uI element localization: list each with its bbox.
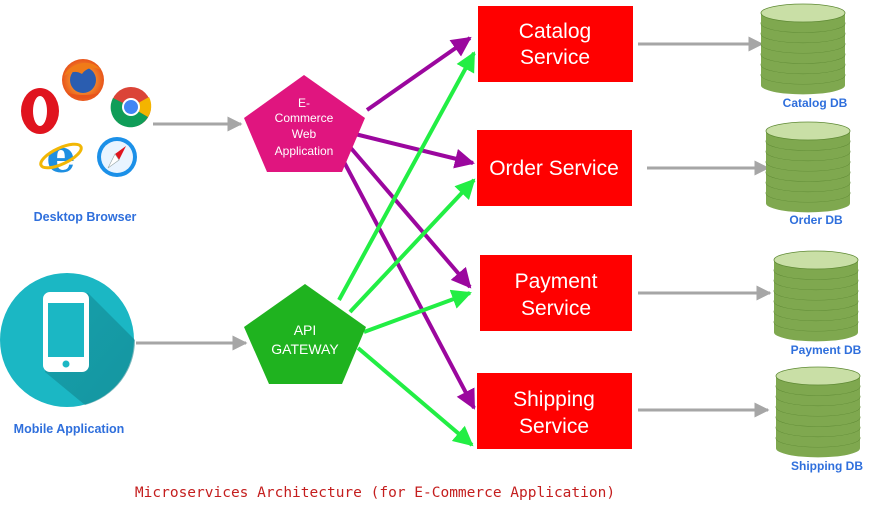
shipping-db-label: Shipping DB (791, 459, 863, 473)
gateway-to-shipping-arrow (356, 346, 474, 447)
api-gateway-shape (244, 284, 366, 384)
ecommerce-web-app-node: E- Commerce Web Application (244, 75, 365, 172)
order-db-label: Order DB (789, 213, 843, 227)
firefox-icon (62, 59, 104, 101)
shipping-service-label-line-2: Service (519, 415, 589, 438)
db-disc-top (765, 121, 851, 141)
web-app-label-line-4: Application (275, 144, 334, 158)
diagram-caption: Microservices Architecture (for E-Commer… (135, 485, 615, 501)
catalog-db-icon (760, 3, 846, 95)
payment-service-node: Payment Service (480, 255, 632, 331)
api-gateway-label-line-2: GATEWAY (271, 341, 339, 357)
shipping-db-icon (775, 366, 861, 458)
order-db-icon (765, 121, 851, 213)
order-service-node: Order Service (477, 130, 632, 206)
web-app-label-line-1: E- (298, 96, 310, 110)
catalog-service-label-line-1: Catalog (519, 20, 591, 43)
gateway-to-order-arrow (348, 178, 476, 314)
gateway-service-arrows (337, 51, 476, 447)
shipping-service-box (477, 373, 632, 449)
payment-service-label-line-1: Payment (515, 270, 598, 293)
web-app-label-line-3: Web (292, 127, 317, 141)
catalog-service-box (478, 6, 633, 82)
payment-service-label-line-2: Service (521, 297, 591, 320)
order-service-label: Order Service (489, 157, 619, 180)
gateway-to-payment-arrow (363, 289, 472, 334)
db-disc-top (773, 250, 859, 270)
shipping-service-node: Shipping Service (477, 373, 632, 449)
catalog-service-label-line-2: Service (520, 46, 590, 69)
webapp-to-catalog-arrow (365, 36, 472, 112)
smartphone-icon (0, 273, 136, 407)
order-service-box (477, 130, 632, 206)
webapp-to-order-arrow (354, 132, 475, 169)
mobile-application-label: Mobile Application (14, 422, 125, 436)
payment-service-box (480, 255, 632, 331)
api-gateway-node: API GATEWAY (244, 284, 366, 384)
catalog-db-label: Catalog DB (783, 96, 848, 110)
web-app-label-line-2: Commerce (275, 111, 334, 125)
chrome-icon (110, 87, 152, 128)
ecommerce-web-app-shape (244, 75, 365, 172)
desktop-browser-label: Desktop Browser (34, 210, 137, 224)
db-disc-top (775, 366, 861, 386)
svg-text:e: e (46, 129, 75, 183)
shipping-service-label-line-1: Shipping (513, 388, 595, 411)
safari-icon (97, 137, 137, 177)
opera-icon (21, 88, 59, 134)
gateway-to-catalog-arrow (337, 51, 476, 301)
payment-db-label: Payment DB (791, 343, 862, 357)
payment-db-icon (773, 250, 859, 342)
catalog-service-node: Catalog Service (478, 6, 633, 82)
internet-explorer-icon: e (39, 129, 83, 183)
webapp-to-payment-arrow (348, 145, 472, 289)
webapp-to-shipping-arrow (341, 159, 476, 410)
desktop-browser-icons: e (21, 59, 152, 183)
db-disc-top (760, 3, 846, 23)
webapp-service-arrows (341, 36, 476, 410)
api-gateway-label-line-1: API (294, 322, 317, 338)
